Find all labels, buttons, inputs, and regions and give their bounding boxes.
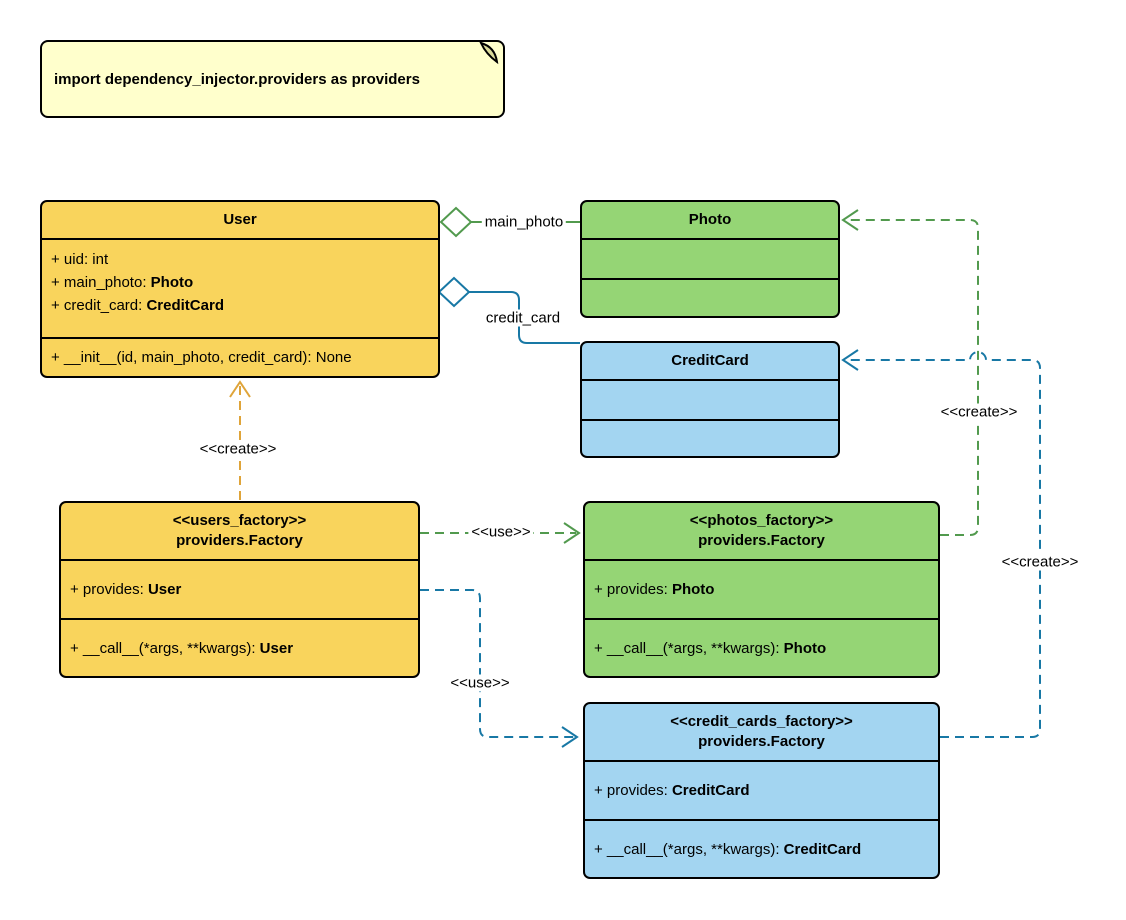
class-title: <<users_factory>> providers.Factory	[61, 503, 418, 559]
dependency-create-photo	[841, 209, 979, 536]
edge-label-main-photo: main_photo	[481, 213, 567, 231]
methods-compartment	[582, 419, 838, 456]
dependency-create-user	[229, 380, 251, 500]
class-title: <<photos_factory>> providers.Factory	[585, 503, 938, 559]
edge-label-credit-card: credit_card	[482, 309, 564, 327]
attributes-compartment	[582, 238, 838, 278]
edge-label-use-photos: <<use>>	[468, 523, 534, 541]
methods-compartment: + __call__(*args, **kwargs): Photo	[585, 618, 938, 676]
attributes-compartment: + provides: CreditCard	[585, 760, 938, 819]
dependency-create-credit-card	[841, 349, 1041, 738]
class-title: User	[223, 211, 257, 228]
attributes-compartment: + provides: Photo	[585, 559, 938, 618]
stereotype: <<users_factory>>	[172, 512, 307, 529]
class-name: providers.Factory	[698, 733, 825, 750]
attribute: + provides: Photo	[594, 581, 715, 598]
edge-label-use-credit-cards: <<use>>	[447, 674, 513, 692]
attribute: + provides: User	[70, 581, 182, 598]
methods-compartment: + __init__(id, main_photo, credit_card):…	[42, 337, 438, 376]
class-title: Photo	[688, 211, 732, 228]
class-title: CreditCard	[671, 352, 749, 369]
method: + __call__(*args, **kwargs): User	[70, 639, 294, 657]
attributes-compartment	[582, 379, 838, 419]
attribute: + uid: int	[51, 251, 109, 268]
open-arrowhead-icon	[229, 380, 251, 398]
class-name: providers.Factory	[176, 532, 303, 549]
folded-corner-icon	[479, 41, 499, 65]
attribute: + provides: CreditCard	[594, 782, 750, 799]
aggregation-diamond-icon	[437, 276, 471, 308]
stereotype: <<photos_factory>>	[689, 512, 834, 529]
class-photo: Photo	[580, 200, 840, 318]
methods-compartment: + __call__(*args, **kwargs): User	[61, 618, 418, 676]
edge-label-create-user: <<create>>	[196, 440, 280, 458]
dependency-use-credit-cards	[420, 589, 579, 748]
method: + __init__(id, main_photo, credit_card):…	[51, 349, 352, 366]
method: + __call__(*args, **kwargs): Photo	[594, 639, 827, 657]
class-credit-cards-factory: <<credit_cards_factory>> providers.Facto…	[583, 702, 940, 879]
open-arrowhead-icon	[841, 349, 859, 371]
open-arrowhead-icon	[563, 522, 581, 544]
methods-compartment	[582, 278, 838, 316]
attribute: + credit_card: CreditCard	[51, 297, 224, 314]
class-users-factory: <<users_factory>> providers.Factory + pr…	[59, 501, 420, 678]
attributes-compartment: + uid: int + main_photo: Photo + credit_…	[42, 238, 438, 337]
class-title: <<credit_cards_factory>> providers.Facto…	[585, 704, 938, 760]
class-user: User + uid: int + main_photo: Photo + cr…	[40, 200, 440, 378]
note-text: import dependency_injector.providers as …	[54, 70, 420, 88]
class-name: providers.Factory	[698, 532, 825, 549]
stereotype: <<credit_cards_factory>>	[670, 713, 853, 730]
edge-line	[846, 351, 1041, 738]
aggregation-diamond-icon	[439, 206, 473, 238]
open-arrowhead-icon	[841, 209, 859, 231]
methods-compartment: + __call__(*args, **kwargs): CreditCard	[585, 819, 938, 877]
edge-line	[846, 219, 979, 536]
edge-line	[420, 589, 574, 738]
class-photos-factory: <<photos_factory>> providers.Factory + p…	[583, 501, 940, 678]
edge-label-create-photo: <<create>>	[937, 403, 1021, 421]
class-credit-card: CreditCard	[580, 341, 840, 458]
edge-label-create-credit-card: <<create>>	[998, 553, 1082, 571]
method: + __call__(*args, **kwargs): CreditCard	[594, 840, 862, 858]
attributes-compartment: + provides: User	[61, 559, 418, 618]
attribute: + main_photo: Photo	[51, 274, 194, 291]
open-arrowhead-icon	[561, 726, 579, 748]
note: import dependency_injector.providers as …	[40, 40, 505, 118]
